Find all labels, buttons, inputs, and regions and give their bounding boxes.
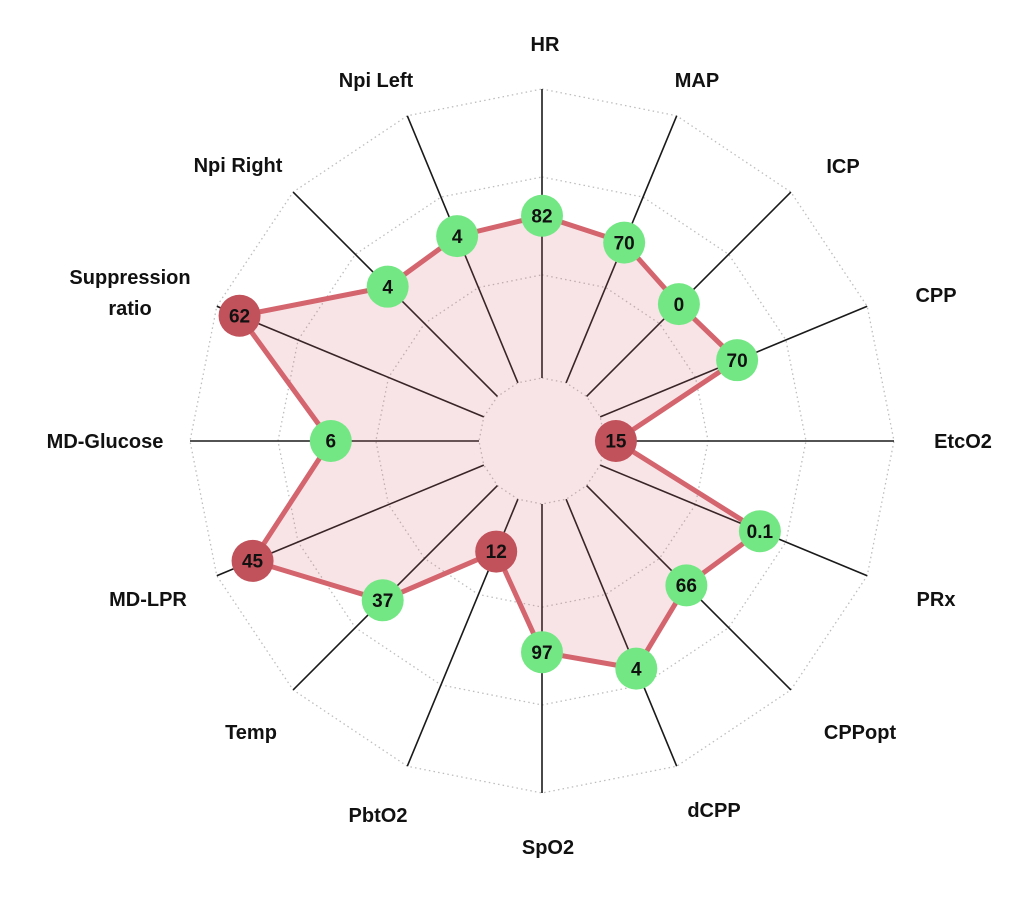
point-dot-map-normal — [603, 221, 646, 264]
axis-label-hr: HR — [531, 34, 560, 56]
point-dot-spo2-normal — [521, 631, 563, 674]
data-point-suppression-ratio: 62 — [218, 294, 261, 337]
point-dot-npi-left-normal — [436, 215, 479, 258]
radar-points: 82 70 0 70 15 0.1 66 4 97 12 37 45 6 62 4 4 — [218, 194, 781, 690]
data-point-temp: 37 — [361, 579, 404, 622]
point-value-md-lpr: 45 — [242, 552, 264, 573]
data-point-npi-right: 4 — [366, 265, 409, 308]
data-point-icp: 0 — [657, 283, 700, 326]
point-dot-npi-right-normal — [366, 265, 409, 308]
radar-series-area — [239, 215, 760, 669]
point-value-md-glucose: 6 — [326, 432, 337, 453]
point-value-npi-left: 4 — [452, 227, 463, 248]
data-point-npi-left: 4 — [436, 215, 479, 258]
point-value-suppression-ratio: 62 — [229, 306, 250, 327]
point-value-prx: 0.1 — [747, 522, 774, 543]
radar-grid-ring-2 — [277, 176, 807, 706]
point-dot-cppopt-normal — [665, 564, 708, 607]
data-point-etco2: 15 — [594, 420, 637, 462]
axis-label-suppression-ratio-line1: Suppression — [69, 267, 190, 289]
data-point-spo2: 97 — [521, 631, 563, 674]
data-point-cpp: 70 — [716, 339, 759, 382]
axis-label-md-glucose: MD-Glucose — [47, 431, 164, 453]
data-point-cppopt: 66 — [665, 564, 708, 607]
radar-axis-line-suppression-ratio — [216, 305, 485, 418]
point-value-dcpp: 4 — [631, 659, 642, 680]
point-value-npi-right: 4 — [382, 277, 393, 298]
point-value-temp: 37 — [372, 591, 393, 612]
radar-axis-line-dcpp — [565, 498, 678, 767]
point-dot-etco2-alert — [594, 420, 637, 462]
axis-label-suppression-ratio-line2: ratio — [108, 298, 151, 320]
axis-label-npi-right: Npi Right — [194, 155, 283, 177]
axis-label-dcpp: dCPP — [687, 800, 740, 822]
point-value-hr: 82 — [531, 206, 552, 227]
axis-label-map: MAP — [675, 70, 719, 92]
point-value-icp: 0 — [674, 295, 685, 316]
point-dot-md-lpr-alert — [231, 539, 274, 582]
axis-label-spo2: SpO2 — [522, 837, 574, 859]
point-dot-md-glucose-normal — [309, 420, 352, 462]
axis-label-temp: Temp — [225, 722, 277, 744]
axis-label-prx: PRx — [917, 589, 956, 611]
data-point-dcpp: 4 — [615, 647, 658, 690]
point-dot-hr-normal — [521, 194, 563, 237]
point-dot-prx-normal — [738, 510, 781, 553]
data-point-md-glucose: 6 — [309, 420, 352, 462]
data-point-map: 70 — [603, 221, 646, 264]
point-value-cpp: 70 — [727, 351, 748, 372]
axis-label-npi-left: Npi Left — [339, 70, 414, 92]
axis-label-md-lpr: MD-LPR — [109, 589, 187, 611]
data-point-pbto2: 12 — [475, 530, 518, 573]
point-dot-icp-normal — [657, 283, 700, 326]
point-dot-pbto2-alert — [475, 530, 518, 573]
data-point-md-lpr: 45 — [231, 539, 274, 582]
radar-grid — [189, 88, 895, 794]
axis-label-pbto2: PbtO2 — [349, 805, 408, 827]
point-value-etco2: 15 — [605, 432, 627, 453]
point-value-spo2: 97 — [531, 643, 552, 664]
point-value-cppopt: 66 — [676, 576, 697, 597]
point-dot-suppression-ratio-alert — [218, 294, 261, 337]
point-dot-cpp-normal — [716, 339, 759, 382]
data-point-hr: 82 — [521, 194, 563, 237]
point-dot-temp-normal — [361, 579, 404, 622]
axis-label-cppopt: CPPopt — [824, 722, 897, 744]
axis-label-cpp: CPP — [915, 285, 956, 307]
point-dot-dcpp-normal — [615, 647, 658, 690]
point-value-pbto2: 12 — [486, 542, 507, 563]
point-value-map: 70 — [614, 233, 635, 254]
radar-axis-line-prx — [599, 464, 868, 577]
data-point-prx: 0.1 — [738, 510, 781, 553]
axis-label-etco2: EtcO2 — [934, 431, 992, 453]
axis-label-icp: ICP — [826, 156, 859, 178]
